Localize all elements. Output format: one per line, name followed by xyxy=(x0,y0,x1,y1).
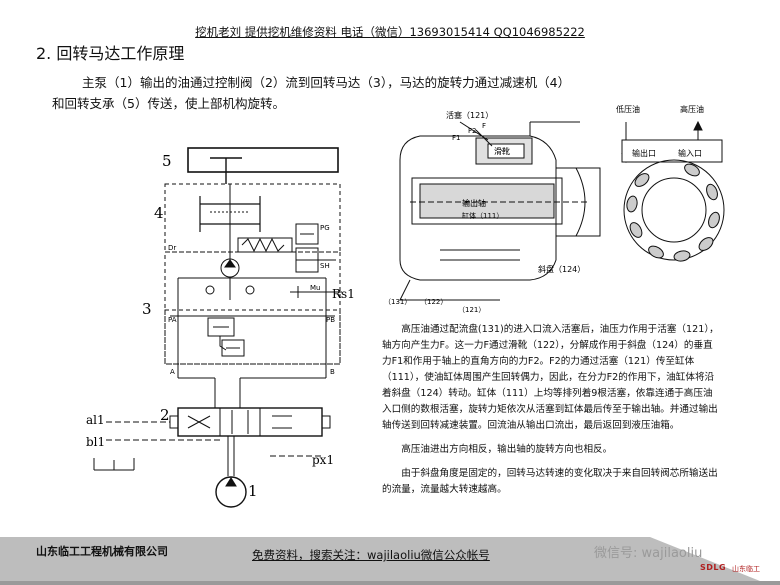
section-label-body: 缸体（111） xyxy=(462,211,503,220)
intro-paragraph: 主泵（1）输出的油通过控制阀（2）流到回转马达（3），马达的旋转力通过减速机（4… xyxy=(52,72,712,114)
section-label-shoe: 滑靴 xyxy=(494,146,510,156)
port-low-pressure: 低压油 xyxy=(616,104,640,114)
port-inlet: 输入口 xyxy=(678,148,702,158)
footer-band xyxy=(0,537,780,585)
brand-logo: SDLG xyxy=(700,563,727,572)
label-dr: Dr xyxy=(168,244,176,252)
label-3: 3 xyxy=(142,300,152,318)
label-b: B xyxy=(330,368,335,376)
label-a: A xyxy=(170,368,175,376)
section-label-131: （131） xyxy=(384,298,411,306)
label-px1: px1 xyxy=(312,453,334,467)
section-label-shaft: 输出轴 xyxy=(462,198,486,208)
port-high-pressure: 高压油 xyxy=(680,104,704,114)
label-bl1: bl1 xyxy=(86,435,105,449)
section-label-f1: F1 xyxy=(452,134,460,142)
intro-line-1: 主泵（1）输出的油通过控制阀（2）流到回转马达（3），马达的旋转力通过减速机（4… xyxy=(82,75,571,90)
section-label-plate: 斜盘（124） xyxy=(538,264,585,274)
motor-cross-section: 活塞（121） F2 F1 F 滑靴 输出轴 缸体（111） 斜盘（124） （… xyxy=(384,110,601,314)
header-text: 挖机老刘 提供挖机维修资料 电话（微信）13693015414 QQ104698… xyxy=(195,25,585,39)
label-5: 5 xyxy=(162,152,172,170)
footer-note: 免费资料，搜索关注：wajilaoliu微信公众帐号 xyxy=(252,548,490,562)
section-label-122: （122） xyxy=(420,298,447,306)
description-p1: 高压油通过配流盘(131)的进入口流入活塞后，油压力作用于活塞（121），轴方向… xyxy=(382,324,719,431)
label-al1: al1 xyxy=(86,413,105,427)
label-pg: PG xyxy=(320,224,330,232)
section-label-121: （121） xyxy=(458,306,485,314)
label-rs1: Rs1 xyxy=(332,287,355,301)
label-pb: PB xyxy=(326,316,335,324)
description-p3: 由于斜盘角度是固定的，回转马达转速的变化取决于来自回转阀芯所输送出的流量，流量越… xyxy=(382,468,718,495)
label-pa: PA xyxy=(168,316,177,324)
port-diagram: 低压油 高压油 输出口 输入口 xyxy=(616,104,725,262)
section-label-f: F xyxy=(482,122,486,130)
footer-company: 山东临工工程机械有限公司 xyxy=(36,545,168,558)
hydraulic-schematic: 5 4 3 2 1 Rs1 al1 bl1 px1 Dr PG SH Mu PA… xyxy=(86,147,355,508)
label-mu: Mu xyxy=(310,284,320,292)
port-outlet: 输出口 xyxy=(632,148,656,158)
page-title: 2. 回转马达工作原理 xyxy=(36,44,185,63)
section-label-f2: F2 xyxy=(468,127,476,135)
wechat-watermark: 微信号: wajilaoliu xyxy=(594,546,703,561)
section-label-top: 活塞（121） xyxy=(446,110,493,120)
description: 高压油通过配流盘(131)的进入口流入活塞后，油压力作用于活塞（121），轴方向… xyxy=(382,322,722,498)
label-2: 2 xyxy=(160,406,170,424)
brand-logo-cn: 山东临工 xyxy=(732,565,760,573)
description-p2: 高压油进出方向相反，输出轴的旋转方向也相反。 xyxy=(401,444,613,455)
label-1: 1 xyxy=(248,482,258,500)
label-sh: SH xyxy=(320,262,330,270)
label-4: 4 xyxy=(154,204,164,222)
intro-line-2: 和回转支承（5）传送，使上部机构旋转。 xyxy=(52,96,285,111)
